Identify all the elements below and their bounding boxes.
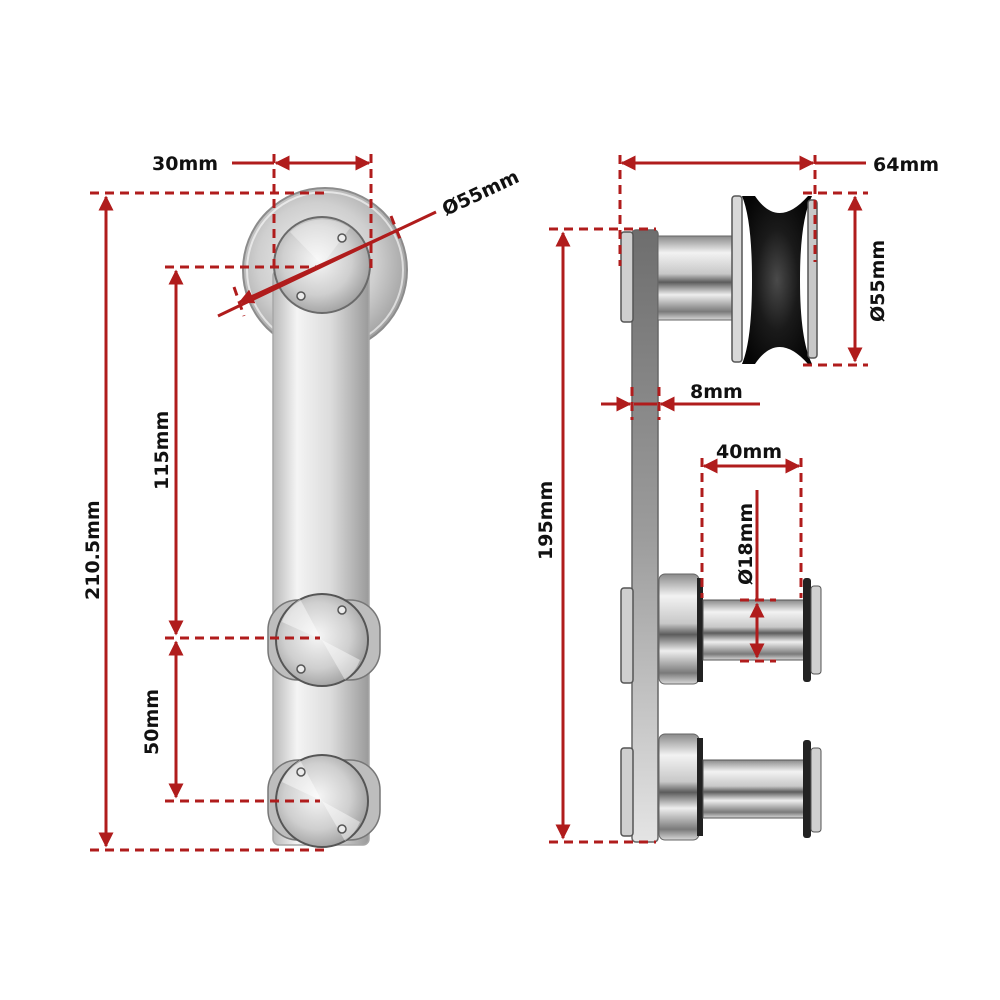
dim-front-total-height: 210.5mm xyxy=(82,195,114,848)
dim-side-spacer-diameter: Ø18mm xyxy=(735,490,776,663)
dim-side-total-height: 195mm xyxy=(535,227,656,844)
label-spacer-length: 40mm xyxy=(716,441,782,463)
label-wheel-to-bolt: 115mm xyxy=(151,411,173,490)
label-wheel-diameter: Ø55mm xyxy=(439,166,523,221)
label-side-depth: 64mm xyxy=(873,154,939,176)
side-strap xyxy=(631,229,659,843)
side-view: 64mm Ø55mm 8mm 40mm xyxy=(535,154,939,844)
dim-front-50: 50mm xyxy=(141,640,184,799)
label-top-width: 30mm xyxy=(152,153,218,175)
dim-side-spacer-length: 40mm xyxy=(700,441,803,598)
dim-front-top-width: 30mm xyxy=(152,153,373,268)
label-strap-thickness: 8mm xyxy=(690,381,743,403)
side-top-assembly xyxy=(620,195,818,364)
dim-side-wheel-diameter: Ø55mm xyxy=(803,191,889,367)
label-side-total-height: 195mm xyxy=(535,481,557,560)
front-lower-bolt xyxy=(267,754,381,848)
label-side-wheel-diameter: Ø55mm xyxy=(867,240,889,322)
label-spacer-diameter: Ø18mm xyxy=(735,503,757,585)
dim-side-depth: 64mm xyxy=(618,154,939,266)
front-upper-bolt xyxy=(267,593,381,687)
label-bolt-spacing: 50mm xyxy=(141,689,163,755)
front-view: 30mm Ø55mm 210.5mm 115mm 50 xyxy=(82,153,523,852)
dim-side-strap-thickness: 8mm xyxy=(601,381,760,420)
label-total-height: 210.5mm xyxy=(82,500,104,600)
dim-front-115: 115mm xyxy=(151,269,184,636)
side-lower-assembly xyxy=(620,733,822,841)
